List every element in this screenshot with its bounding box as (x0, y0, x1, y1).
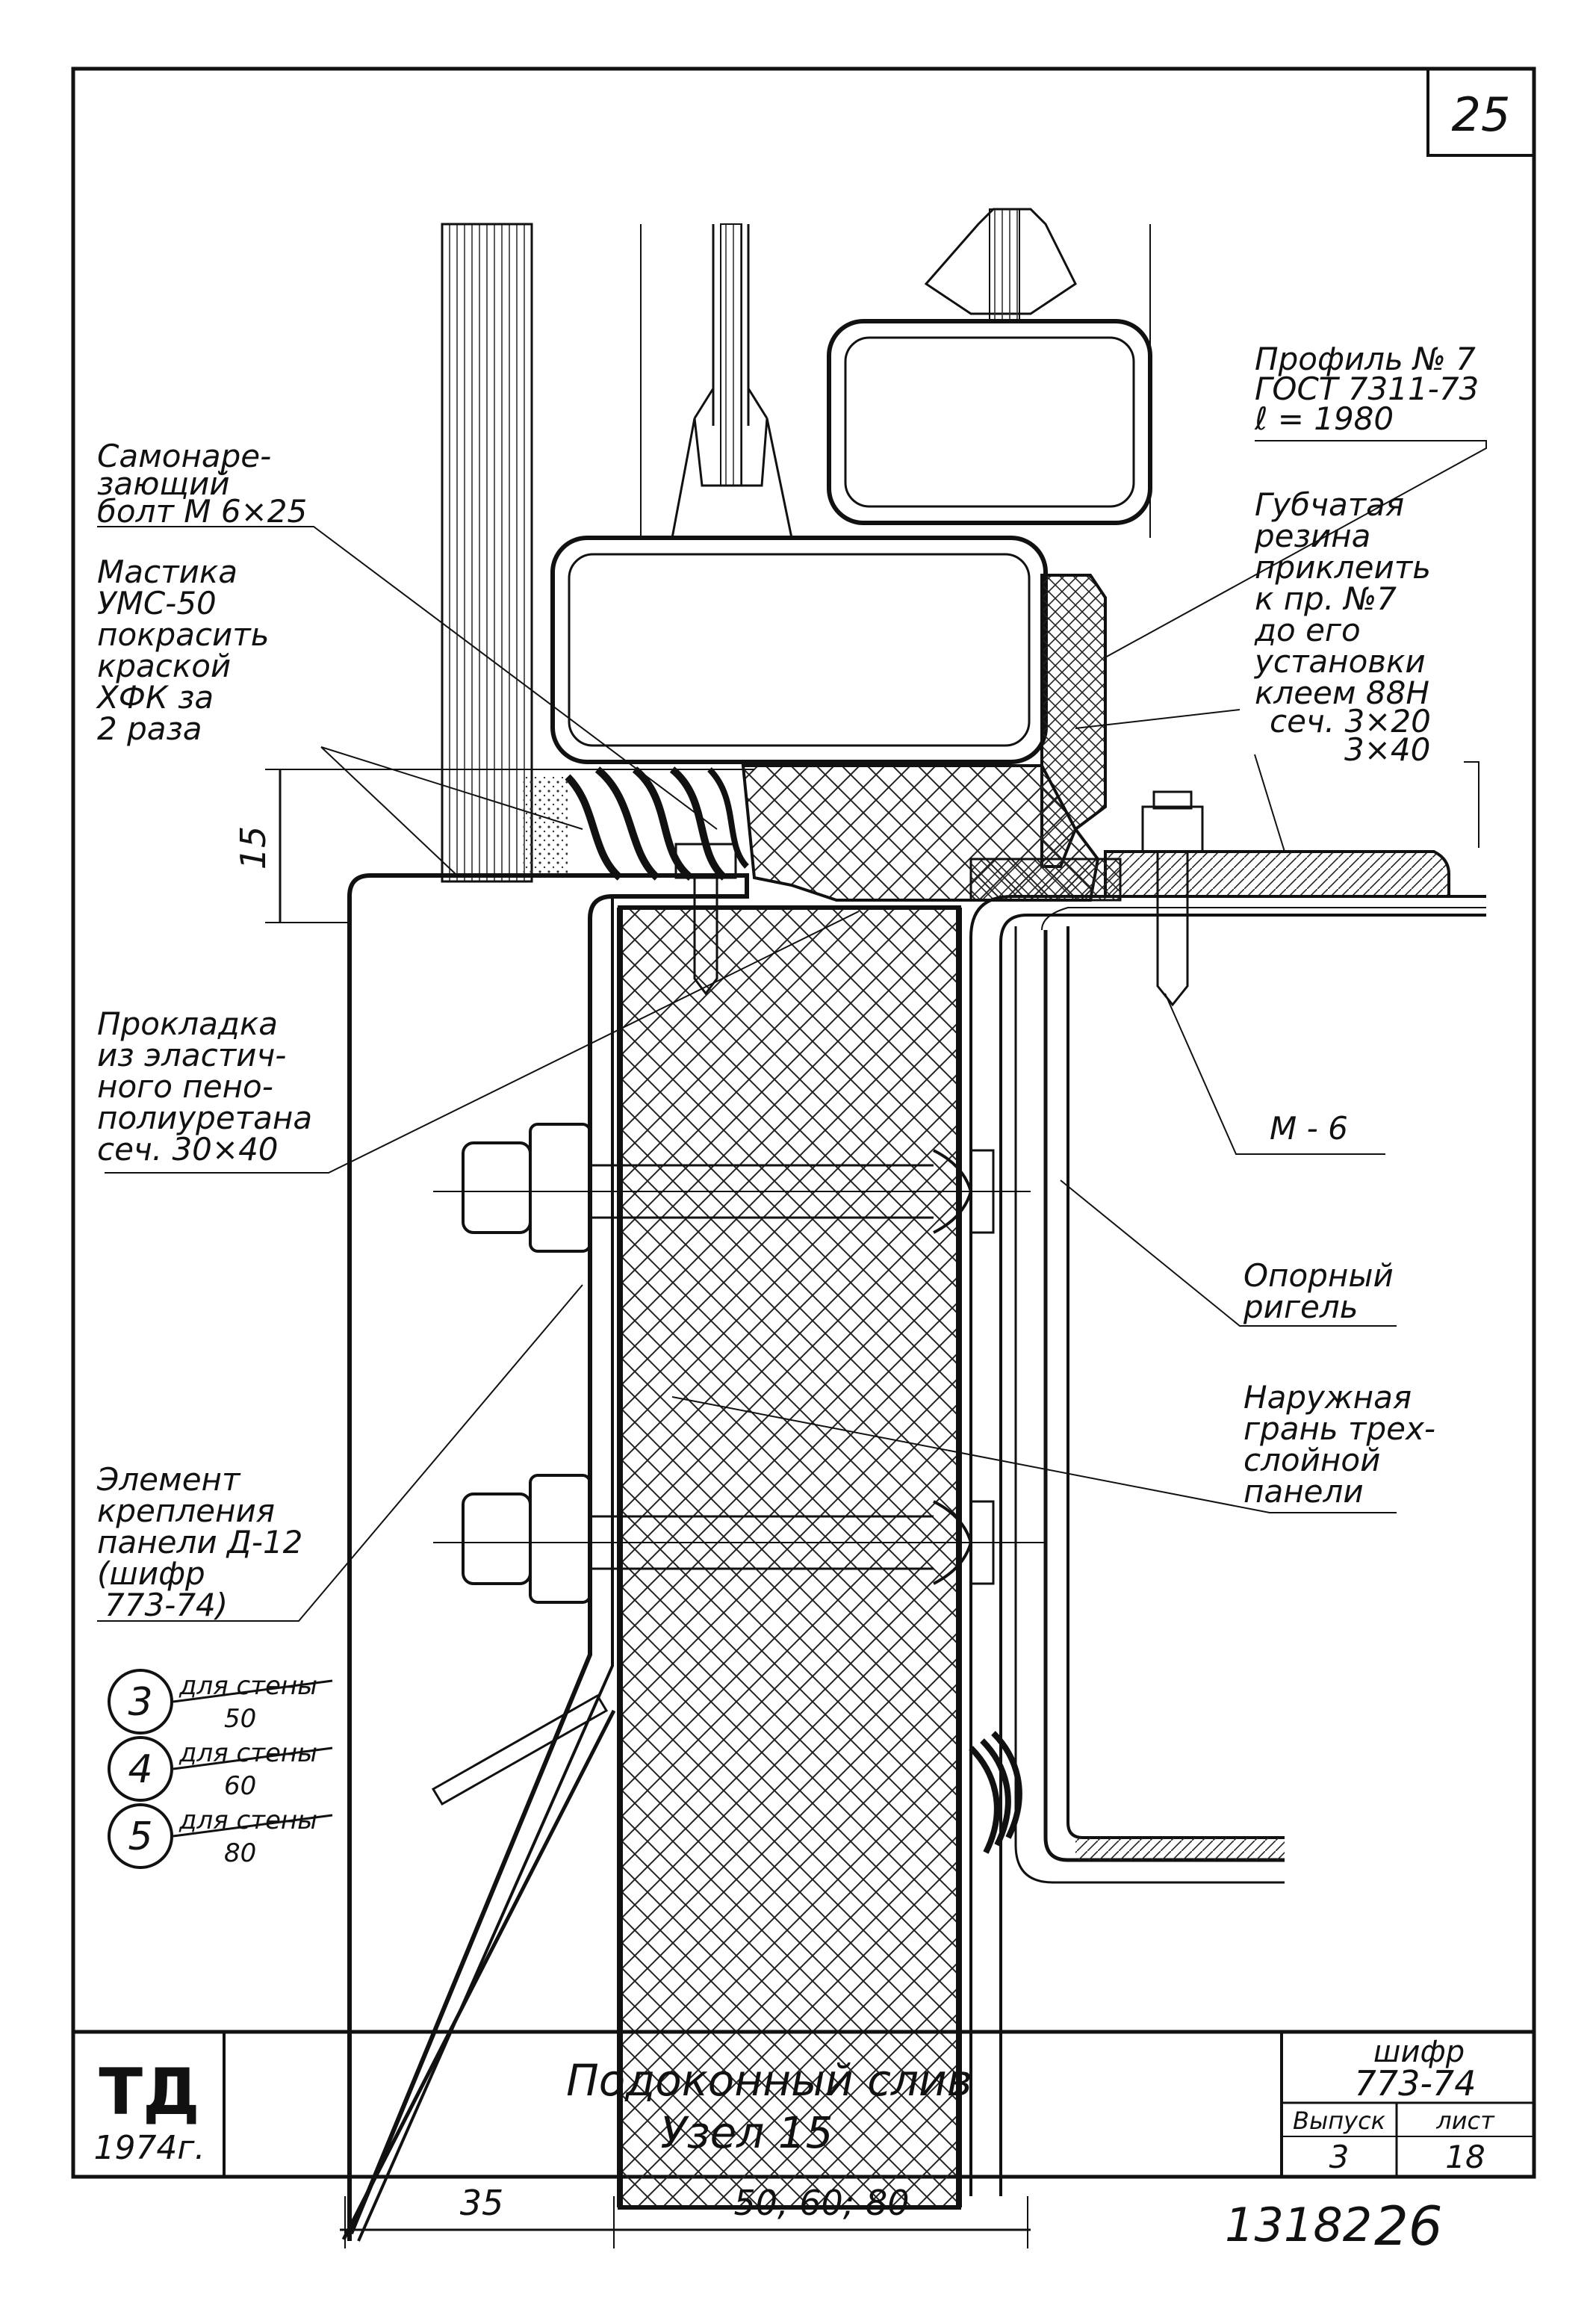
archive-number: 13182 (1225, 2198, 1372, 2252)
issue-value: 3 (1329, 2139, 1350, 2175)
profile-small (827, 319, 1152, 525)
svg-text:3: 3 (128, 1680, 152, 1725)
wall-facing (441, 223, 533, 883)
svg-text:5: 5 (128, 1814, 152, 1859)
label-rubber: Губчатая резина приклеить к пр. №7 до ег… (1253, 486, 1441, 768)
sandwich-panel (618, 905, 961, 2210)
through-bolt-lower (433, 1474, 1046, 1604)
svg-text:80: 80 (224, 1838, 256, 1868)
profile-no7 (550, 536, 1048, 764)
dimensions: 15 35 50, 60; 80 (233, 761, 1479, 2248)
label-gasket: Прокладка из эластич- ного пено- полиуре… (97, 1005, 322, 1168)
stamp-td: ТД (99, 2055, 199, 2130)
section-drawing (341, 208, 1486, 2242)
dim-panel: 50, 60; 80 (734, 2183, 910, 2223)
code-value: 773-74 (1355, 2063, 1477, 2104)
screw-m6 (1141, 790, 1204, 1007)
leaders (97, 440, 1487, 1622)
title-year: 1974г. (93, 2129, 205, 2167)
variant-4: 4 для стены 60 (108, 1736, 333, 1802)
drip-flashing (347, 873, 749, 2241)
through-bolt-upper (433, 1123, 1031, 1253)
variant-3: 3 для стены 50 (108, 1669, 333, 1735)
sill-strip (1104, 850, 1450, 898)
code-label: шифр (1373, 2035, 1465, 2069)
archive-page: 26 (1374, 2195, 1443, 2257)
sheet-label: лист (1435, 2107, 1495, 2135)
label-outer-face: Наружная грань трех- слойной панели (1243, 1379, 1445, 1510)
label-fastening: Элемент крепления панели Д-12 (шифр 773-… (96, 1461, 313, 1623)
title-line1: Подоконный слив (566, 2055, 972, 2106)
page-number: 25 (1452, 87, 1511, 142)
variant-5: 5 для стены 80 (108, 1803, 333, 1869)
label-mastic: Мастика УМС-50 покрасить краской ХФК за … (96, 554, 279, 747)
label-support-rail: Опорный ригель (1243, 1257, 1403, 1325)
label-bolt: Самонаре- зающий болт М 6×25 (97, 438, 307, 530)
svg-text:60: 60 (224, 1771, 256, 1801)
dim-height: 15 (233, 826, 273, 870)
dim-flange: 35 (460, 2183, 504, 2223)
variant-list: 3 для стены 50 4 для стены 60 5 для стен… (108, 1669, 333, 1869)
svg-text:4: 4 (128, 1747, 152, 1792)
title-line2: Узел 15 (660, 2107, 833, 2158)
bolt-m6x25 (674, 843, 737, 996)
annotations: Профиль № 7 ГОСТ 7311-73 ℓ = 1980 Самона… (96, 341, 1489, 1623)
support-rail (969, 895, 1486, 2196)
svg-text:50: 50 (224, 1704, 256, 1734)
mastic-layers (523, 766, 750, 881)
issue-label: Выпуск (1293, 2107, 1386, 2135)
label-screw: М - 6 (1270, 1110, 1348, 1147)
title-block: ТД 1974г. Подоконный слив Узел 15 шифр 7… (73, 2030, 1534, 2177)
label-profile: Профиль № 7 ГОСТ 7311-73 ℓ = 1980 (1254, 341, 1489, 437)
sheet-value: 18 (1445, 2139, 1485, 2175)
